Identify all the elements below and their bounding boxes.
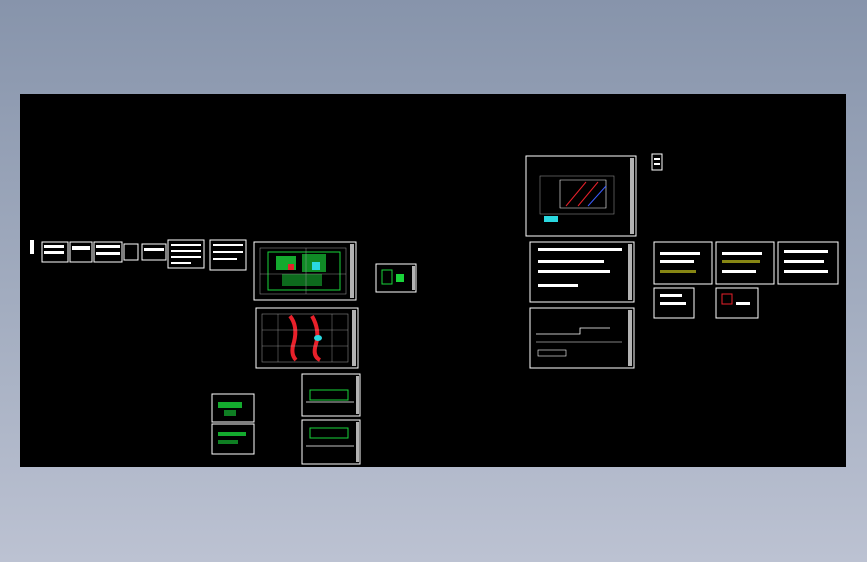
small-detail-sheet[interactable]: [375, 263, 417, 293]
notes-sheet-3[interactable]: [777, 241, 839, 285]
detail-sheet-a[interactable]: [211, 393, 255, 423]
site-plan-legend: [651, 153, 663, 171]
notes-sheet-4[interactable]: [653, 287, 695, 319]
site-plan-sheet[interactable]: [525, 155, 637, 237]
notes-sheet-1[interactable]: [653, 241, 713, 285]
plan-sheet-2[interactable]: [255, 307, 359, 369]
section-sheet-2[interactable]: [301, 419, 361, 465]
plan-sheet-1[interactable]: [253, 241, 357, 301]
cover-text-block[interactable]: [30, 239, 247, 271]
notes-sheet-2[interactable]: [715, 241, 775, 285]
cad-drawing-viewport[interactable]: [20, 94, 846, 467]
cad-drawing-canvas[interactable]: [20, 94, 846, 467]
notes-sheet-5[interactable]: [715, 287, 759, 319]
elevation-sheet-1[interactable]: [529, 241, 635, 303]
section-sheet-1[interactable]: [301, 373, 361, 417]
elevation-sheet-2[interactable]: [529, 307, 635, 369]
detail-sheet-b[interactable]: [211, 423, 255, 455]
